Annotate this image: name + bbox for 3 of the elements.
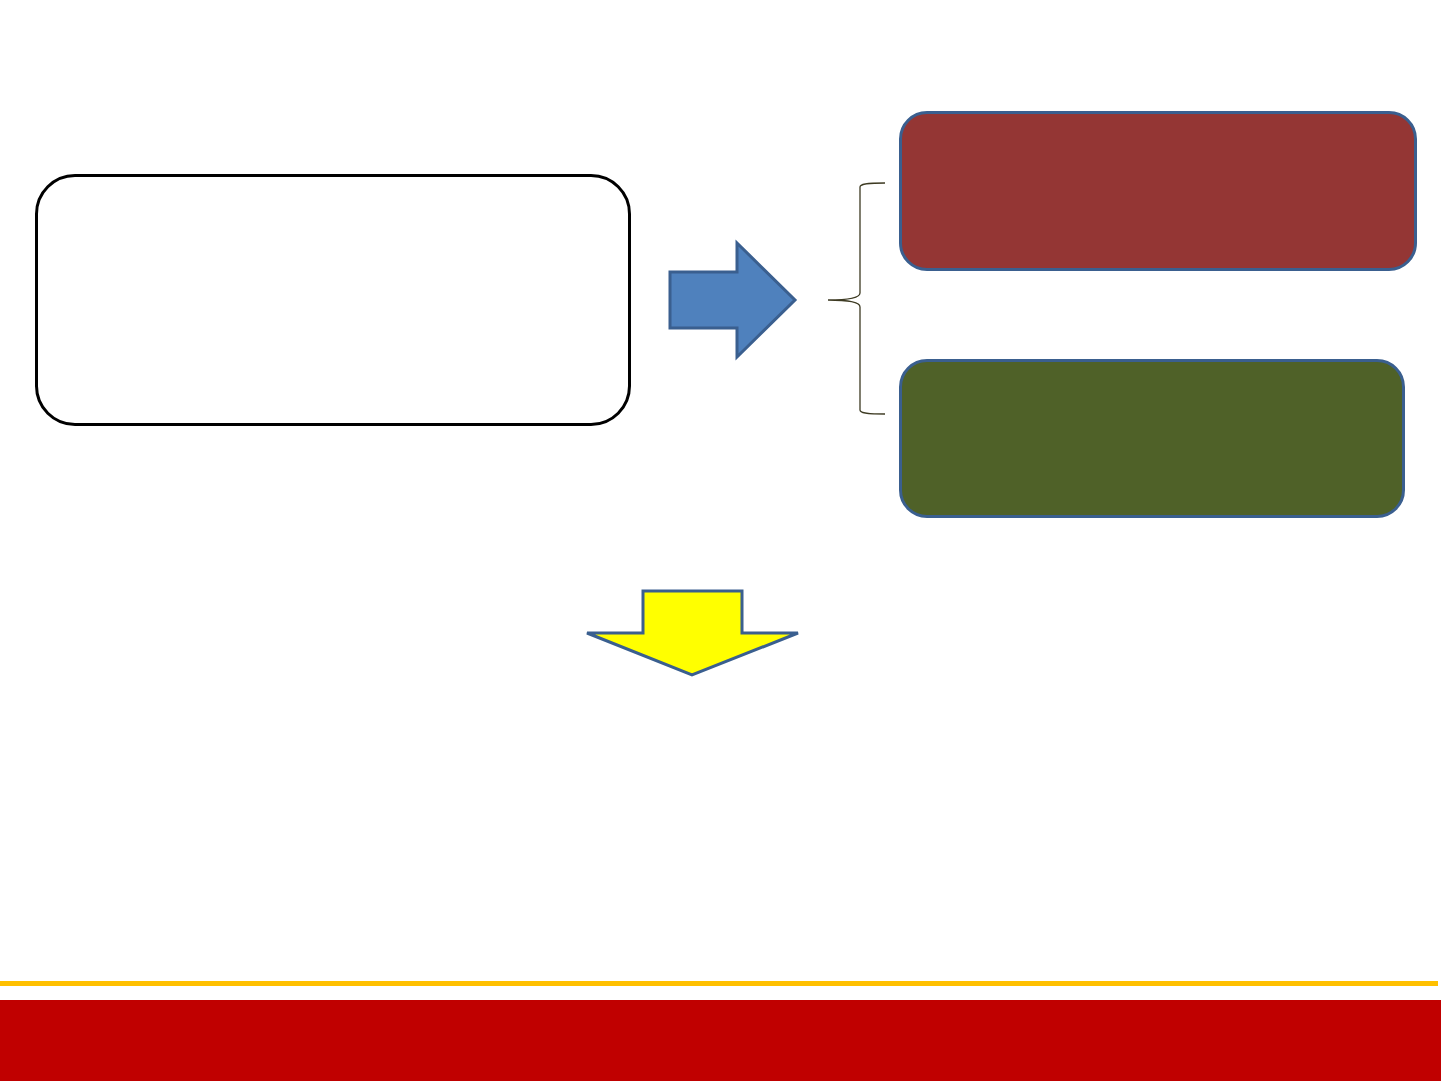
rounded-box <box>35 174 631 426</box>
rounded-box <box>899 359 1405 518</box>
rounded-box <box>899 111 1417 271</box>
